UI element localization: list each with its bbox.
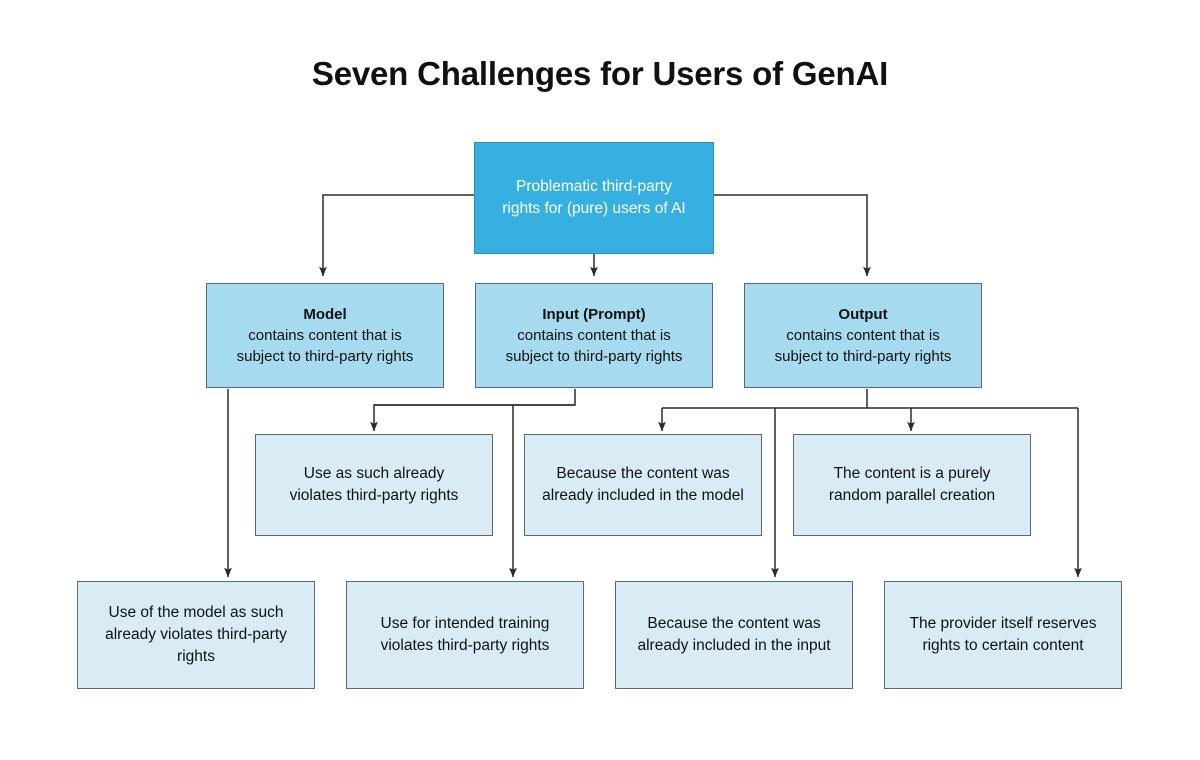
node-model-title: Model (303, 305, 347, 323)
node-use-of-model-as-such[interactable]: Use of the model as such already violate… (77, 581, 315, 689)
edge-root-to-output (714, 194, 871, 277)
node-random-parallel-creation-line1: The content is a purely (833, 465, 991, 482)
node-output-title: Output (838, 305, 888, 323)
node-use-as-such-line2: violates third-party rights (289, 487, 459, 504)
node-output[interactable]: Output contains content that is subject … (744, 283, 982, 388)
edge-input-to-use-as-such (370, 389, 576, 432)
node-model[interactable]: Model contains content that is subject t… (206, 283, 444, 388)
node-root-line1: Problematic third-party (516, 178, 672, 195)
node-input-sub-line2: subject to third-party rights (505, 348, 683, 366)
node-input[interactable]: Input (Prompt) contains content that is … (475, 283, 713, 388)
edge-root-to-model (319, 194, 474, 277)
node-use-of-model-as-such-line3: rights (177, 648, 215, 665)
node-use-of-model-as-such-line1: Use of the model as such (108, 604, 284, 621)
node-use-as-such[interactable]: Use as such already violates third-party… (255, 434, 493, 536)
node-provider-reserves-rights-line1: The provider itself reserves (909, 615, 1097, 632)
node-provider-reserves-rights-line2: rights to certain content (922, 637, 1084, 654)
node-content-in-input-line2: already included in the input (637, 637, 831, 654)
node-content-in-model-line2: already included in the model (542, 487, 744, 504)
node-root[interactable]: Problematic third-party rights for (pure… (474, 142, 714, 254)
node-content-in-input[interactable]: Because the content was already included… (615, 581, 853, 689)
node-input-sub-line1: contains content that is (517, 326, 671, 344)
node-intended-training[interactable]: Use for intended training violates third… (346, 581, 584, 689)
node-output-sub-line1: contains content that is (786, 326, 940, 344)
node-output-sub-line2: subject to third-party rights (774, 348, 952, 366)
page-title: Seven Challenges for Users of GenAI (311, 55, 889, 92)
node-random-parallel-creation[interactable]: The content is a purely random parallel … (793, 434, 1031, 536)
node-provider-reserves-rights[interactable]: The provider itself reserves rights to c… (884, 581, 1122, 689)
node-model-sub-line2: subject to third-party rights (236, 348, 414, 366)
node-input-title: Input (Prompt) (542, 305, 646, 323)
node-root-line2: rights for (pure) users of AI (502, 200, 686, 217)
node-use-as-such-line1: Use as such already (303, 465, 445, 482)
node-model-sub-line1: contains content that is (248, 326, 402, 344)
node-intended-training-line2: violates third-party rights (380, 637, 550, 654)
node-content-in-input-line1: Because the content was (647, 615, 821, 632)
node-content-in-model-line1: Because the content was (556, 465, 730, 482)
node-random-parallel-creation-line2: random parallel creation (828, 487, 996, 504)
node-intended-training-line1: Use for intended training (380, 615, 550, 632)
node-content-in-model[interactable]: Because the content was already included… (524, 434, 762, 536)
node-use-of-model-as-such-line2: already violates third-party (105, 626, 287, 643)
